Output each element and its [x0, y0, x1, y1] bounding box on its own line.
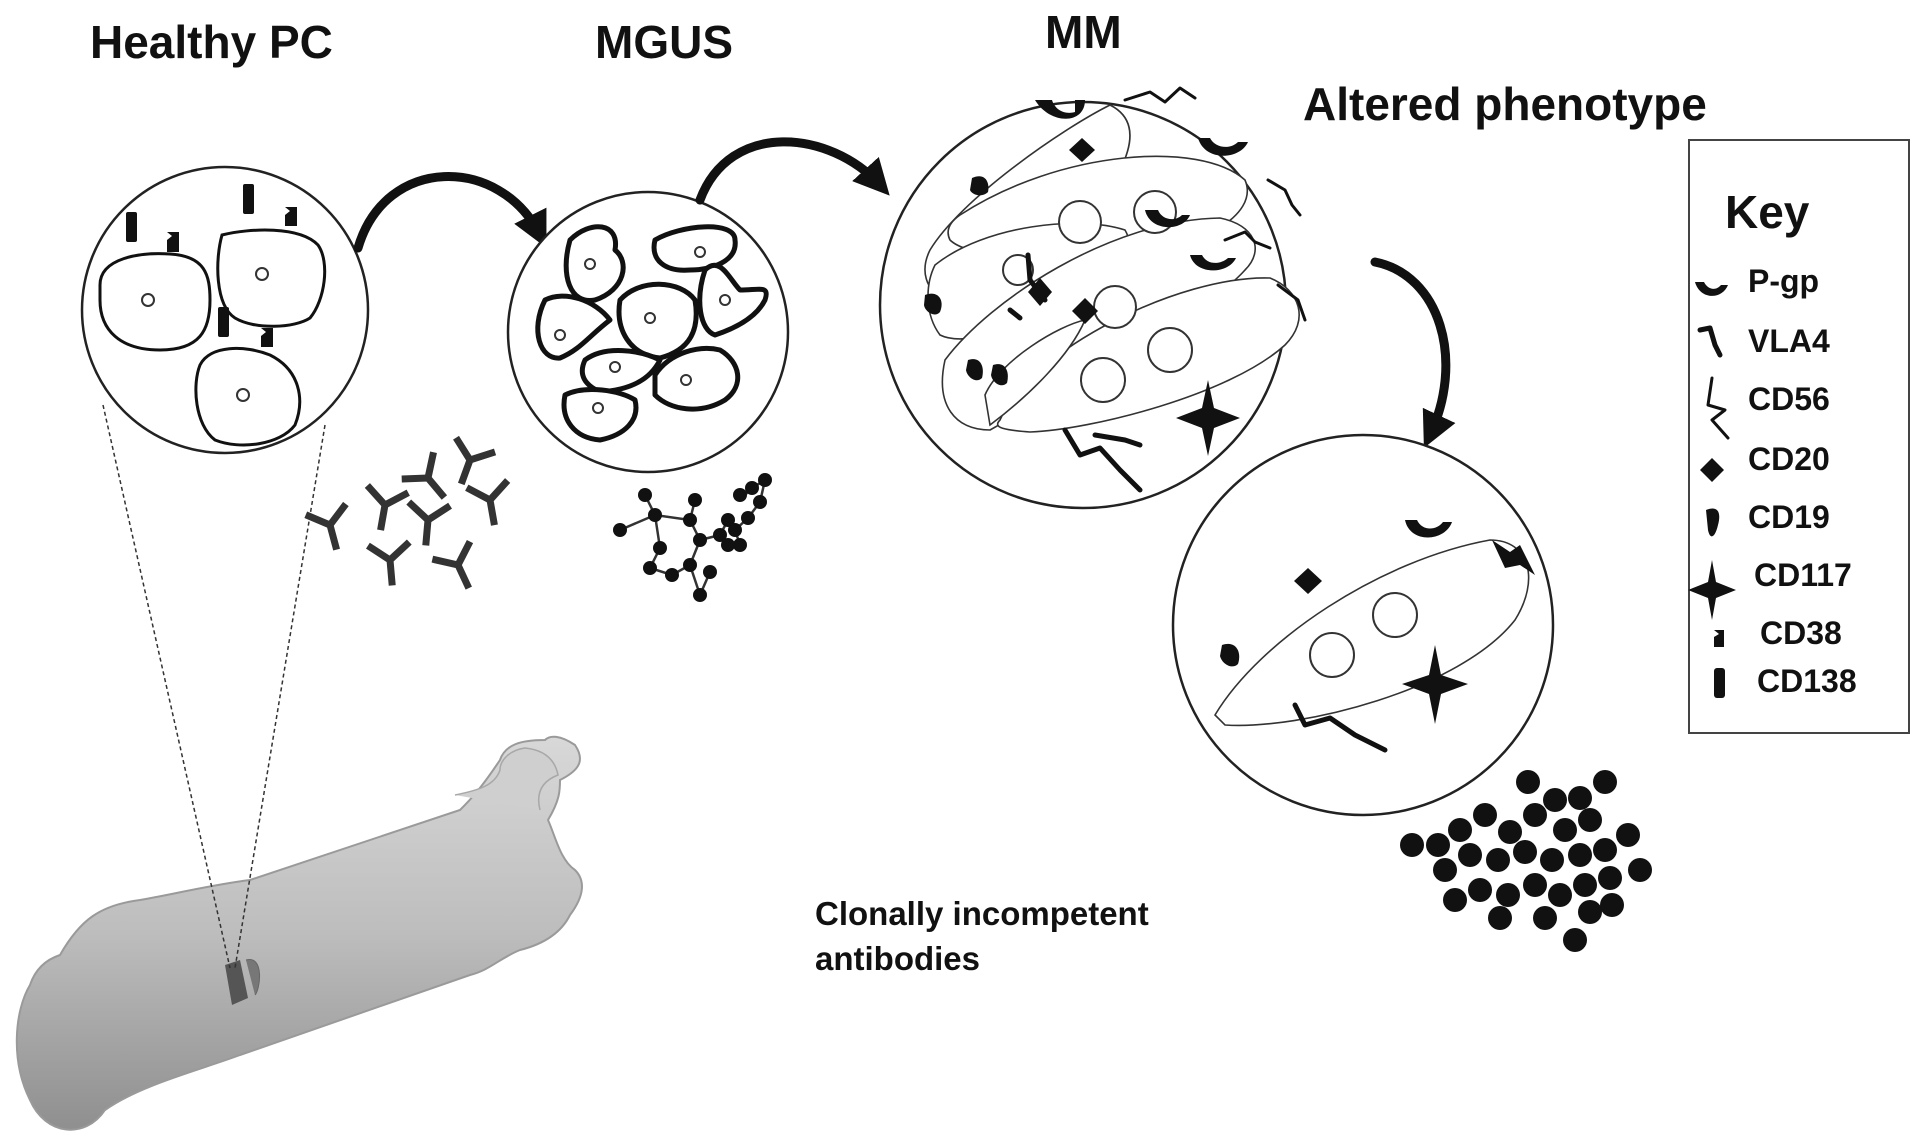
mm-circle [878, 86, 1307, 510]
key-legend: Key P-gp VLA4 CD56 CD20 CD19 CD117 CD38 … [1688, 139, 1910, 734]
title-altered-phenotype: Altered phenotype [1303, 78, 1707, 130]
title-healthy-pc: Healthy PC [90, 16, 333, 68]
key-item-cd20: CD20 [1748, 441, 1830, 477]
key-item-cd38: CD38 [1760, 615, 1842, 651]
pgp-icon [1695, 282, 1728, 296]
cd19-icon [1706, 508, 1720, 537]
key-item-cd138: CD138 [1757, 663, 1857, 699]
key-item-pgp: P-gp [1748, 263, 1819, 299]
note-line-1: Clonally incompetent [815, 895, 1149, 932]
cd20-icon [1700, 458, 1724, 482]
mgus-circle [506, 190, 790, 474]
altered-phenotype-circle [1171, 433, 1555, 817]
key-item-cd19: CD19 [1748, 499, 1830, 535]
cd56-icon [1706, 376, 1730, 440]
key-item-cd56: CD56 [1748, 381, 1830, 417]
key-item-vla4: VLA4 [1748, 323, 1830, 359]
key-title: Key [1725, 186, 1810, 238]
mgus-antibody-clusters [613, 473, 772, 602]
title-mm: MM [1045, 6, 1122, 58]
note-line-2: antibodies [815, 940, 980, 977]
vla4-icon [1697, 325, 1723, 358]
cd38-icon [1714, 630, 1724, 647]
key-item-cd117: CD117 [1754, 557, 1852, 593]
arrow-mm-to-altered [1370, 257, 1456, 449]
arrow-mgus-to-mm [695, 137, 890, 205]
cd117-icon [1688, 560, 1736, 620]
bone-illustration [15, 735, 583, 1131]
arrow-healthy-to-mgus [353, 172, 547, 253]
healthy-antibodies [304, 435, 511, 590]
title-mgus: MGUS [595, 16, 733, 68]
healthy-pc-circle [80, 165, 370, 455]
cd138-icon [1714, 668, 1725, 698]
mm-antibody-cluster [1400, 770, 1652, 952]
